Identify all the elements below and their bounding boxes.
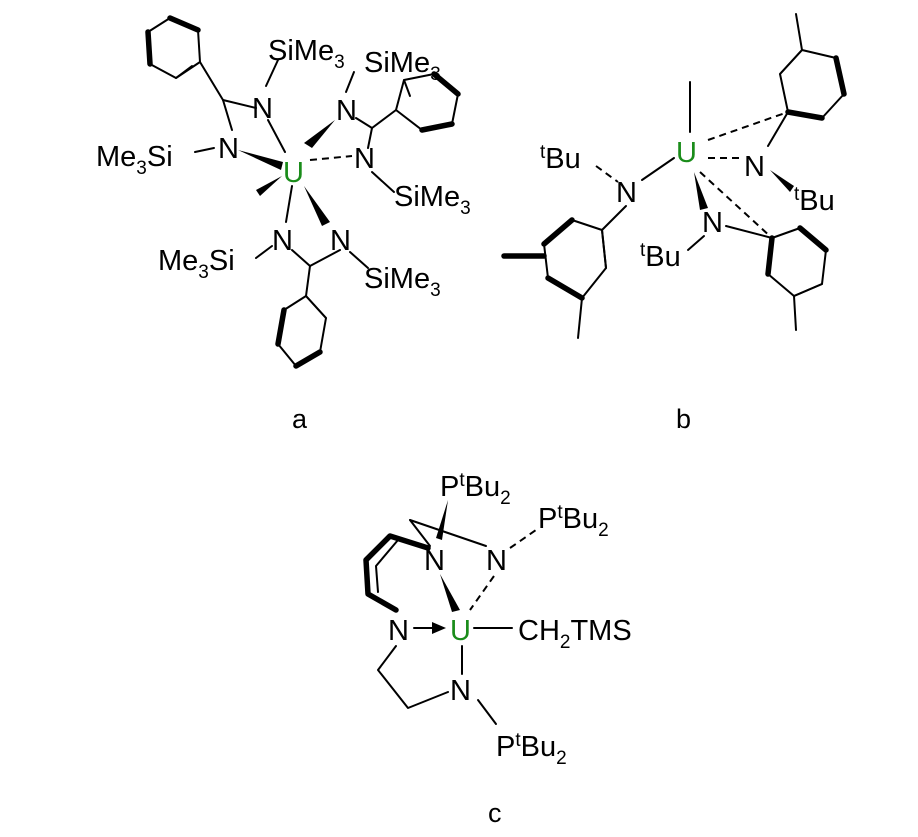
n-atom-c1: N <box>424 545 445 577</box>
n-atom-c2: N <box>486 545 507 577</box>
caption-c: c <box>488 798 502 828</box>
n-atom-a3: N <box>336 95 357 127</box>
label-a-bl-me3si: Me3Si <box>158 245 235 283</box>
label-a-tr-simes: SiMe3 <box>364 47 441 85</box>
label-b-tbu-left: tBu <box>540 142 581 175</box>
phenyl-ring-a1 <box>145 15 201 79</box>
label-b-tbu-bottom: tBu <box>640 240 681 273</box>
n-atom-a1: N <box>252 93 273 125</box>
label-b-tbu-right: tBu <box>794 184 835 217</box>
aryl-ring-b1 <box>541 217 607 301</box>
n-atom-a5: N <box>272 225 293 257</box>
label-a-tl-simes: SiMe3 <box>268 35 345 73</box>
aryl-ring-b2 <box>779 49 847 121</box>
n-atom-b2: N <box>744 151 765 183</box>
structure-a: N SiMe3 N Me3Si U N SiMe3 N SiMe3 <box>96 15 471 434</box>
caption-a: a <box>292 404 308 434</box>
uranium-atom-b: U <box>676 137 697 169</box>
label-c-top-ptbu2: PtBu2 <box>440 470 511 509</box>
label-c-ch2tms: CH2TMS <box>518 615 632 653</box>
n-atom-b3: N <box>702 207 723 239</box>
uranium-atom-a: U <box>283 157 304 189</box>
n-atom-c3: N <box>388 615 409 647</box>
phenyl-ring-a3 <box>275 295 327 369</box>
label-a-br-simes: SiMe3 <box>364 263 441 301</box>
uranium-atom-c: U <box>450 615 471 647</box>
caption-b: b <box>676 404 691 434</box>
n-atom-b1: N <box>616 177 637 209</box>
aryl-ring-b3 <box>765 225 829 297</box>
label-c-right-ptbu2: PtBu2 <box>538 502 609 541</box>
label-c-bottom-ptbu2: PtBu2 <box>496 730 567 769</box>
structure-c: PtBu2 PtBu2 N N U N CH2TMS N PtBu2 c <box>363 470 632 828</box>
label-a-left-me3si: Me3Si <box>96 141 173 179</box>
n-atom-a6: N <box>330 225 351 257</box>
n-atom-a2: N <box>218 133 239 165</box>
n-atom-c4: N <box>450 675 471 707</box>
n-atom-a4: N <box>354 143 375 175</box>
structure-b: U N tBu N tBu <box>501 13 847 434</box>
phenyl-ring-a2 <box>395 71 461 133</box>
label-a-right-simes: SiMe3 <box>394 181 471 219</box>
